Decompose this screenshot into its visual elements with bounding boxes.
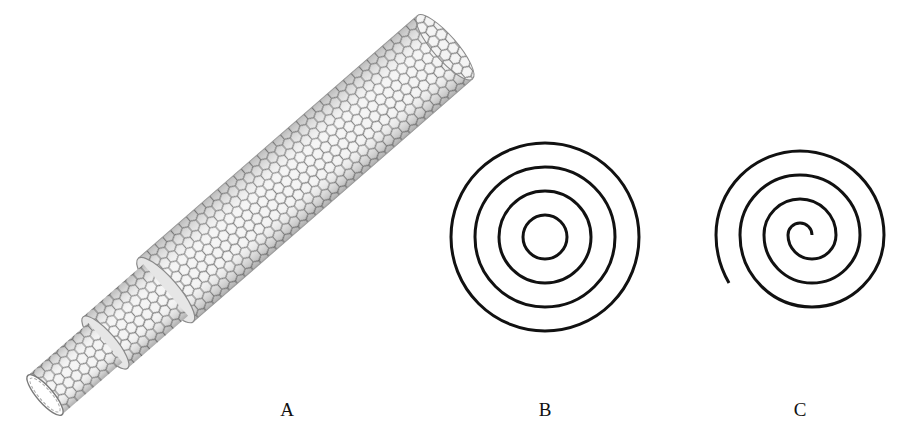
panel-letter: B	[539, 399, 552, 422]
spiral	[716, 151, 884, 307]
nanotube	[11, 8, 481, 432]
panel-letter: A	[280, 399, 294, 422]
concentric-circles	[451, 143, 639, 331]
panel-letter: C	[794, 399, 807, 422]
